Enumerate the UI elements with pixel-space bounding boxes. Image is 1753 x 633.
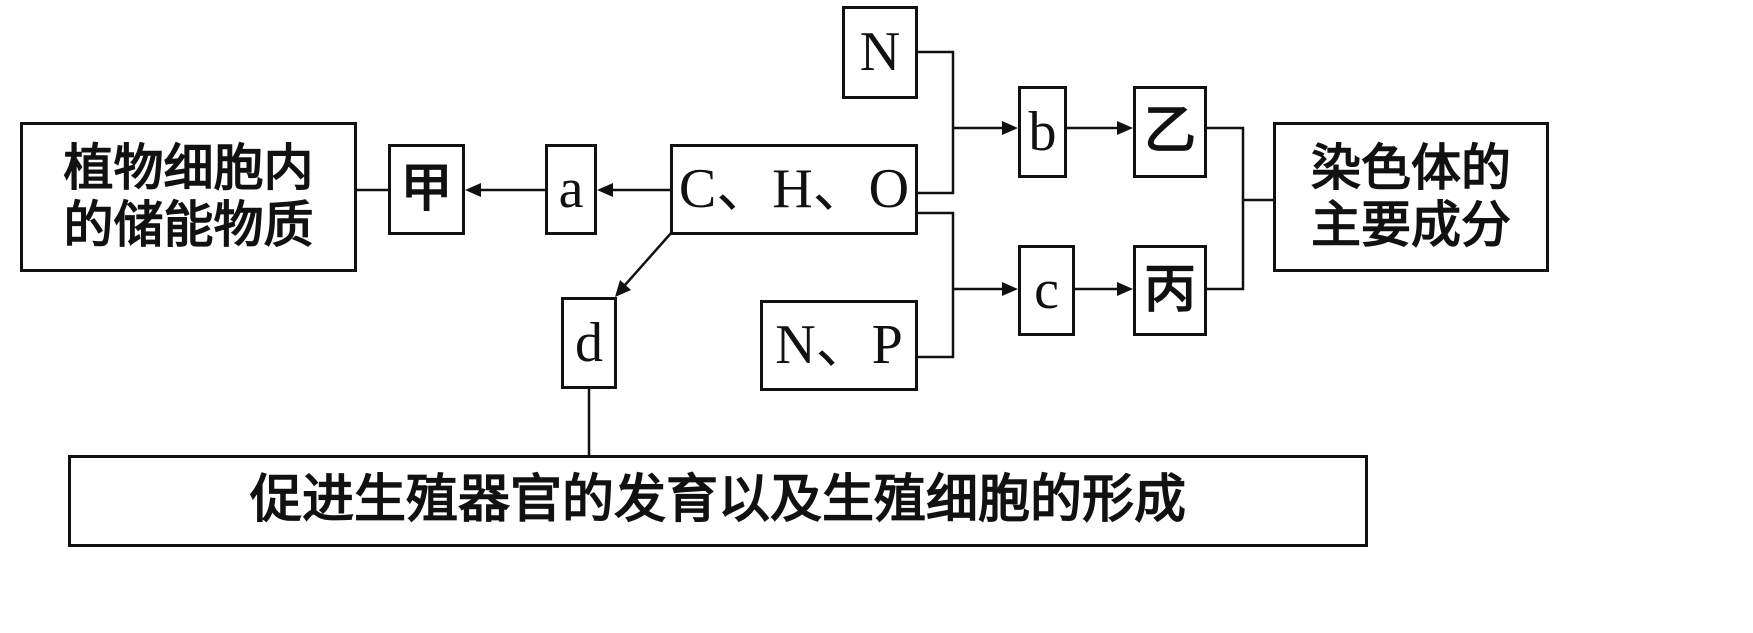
c-box: c xyxy=(1018,245,1075,336)
bracket-n-cho xyxy=(918,50,955,195)
yi-box: 乙 xyxy=(1133,86,1207,178)
jia-box: 甲 xyxy=(388,144,465,235)
storage-line2: 的储能物质 xyxy=(63,196,314,254)
chromosome-line1: 染色体的 xyxy=(1311,138,1511,197)
cho-box: C、H、O xyxy=(670,144,918,235)
arrow-cho-to-d xyxy=(624,231,673,286)
arrowhead-a xyxy=(597,183,613,197)
b-box: b xyxy=(1018,86,1067,178)
chromosome-line2: 主要成分 xyxy=(1311,196,1511,254)
arrowhead-bing xyxy=(1117,282,1133,296)
arrowhead-b xyxy=(1002,121,1018,135)
chromosome-box: 染色体的 主要成分 xyxy=(1273,122,1549,272)
arrowhead-jia xyxy=(465,183,481,197)
storage-line1: 植物细胞内 xyxy=(63,138,314,197)
np-box: N、P xyxy=(760,300,918,391)
arrowhead-yi xyxy=(1117,121,1133,135)
d-box: d xyxy=(561,297,617,389)
arrowhead-c xyxy=(1002,282,1018,296)
arrowhead-d xyxy=(615,280,631,297)
function-box: 促进生殖器官的发育以及生殖细胞的形成 xyxy=(68,455,1368,547)
n-box: N xyxy=(842,6,918,99)
bracket-yi-bing xyxy=(1207,126,1245,291)
bing-box: 丙 xyxy=(1133,245,1207,336)
storage-box: 植物细胞内 的储能物质 xyxy=(20,122,357,272)
a-box: a xyxy=(545,144,597,235)
bracket-cho-np xyxy=(918,211,955,359)
